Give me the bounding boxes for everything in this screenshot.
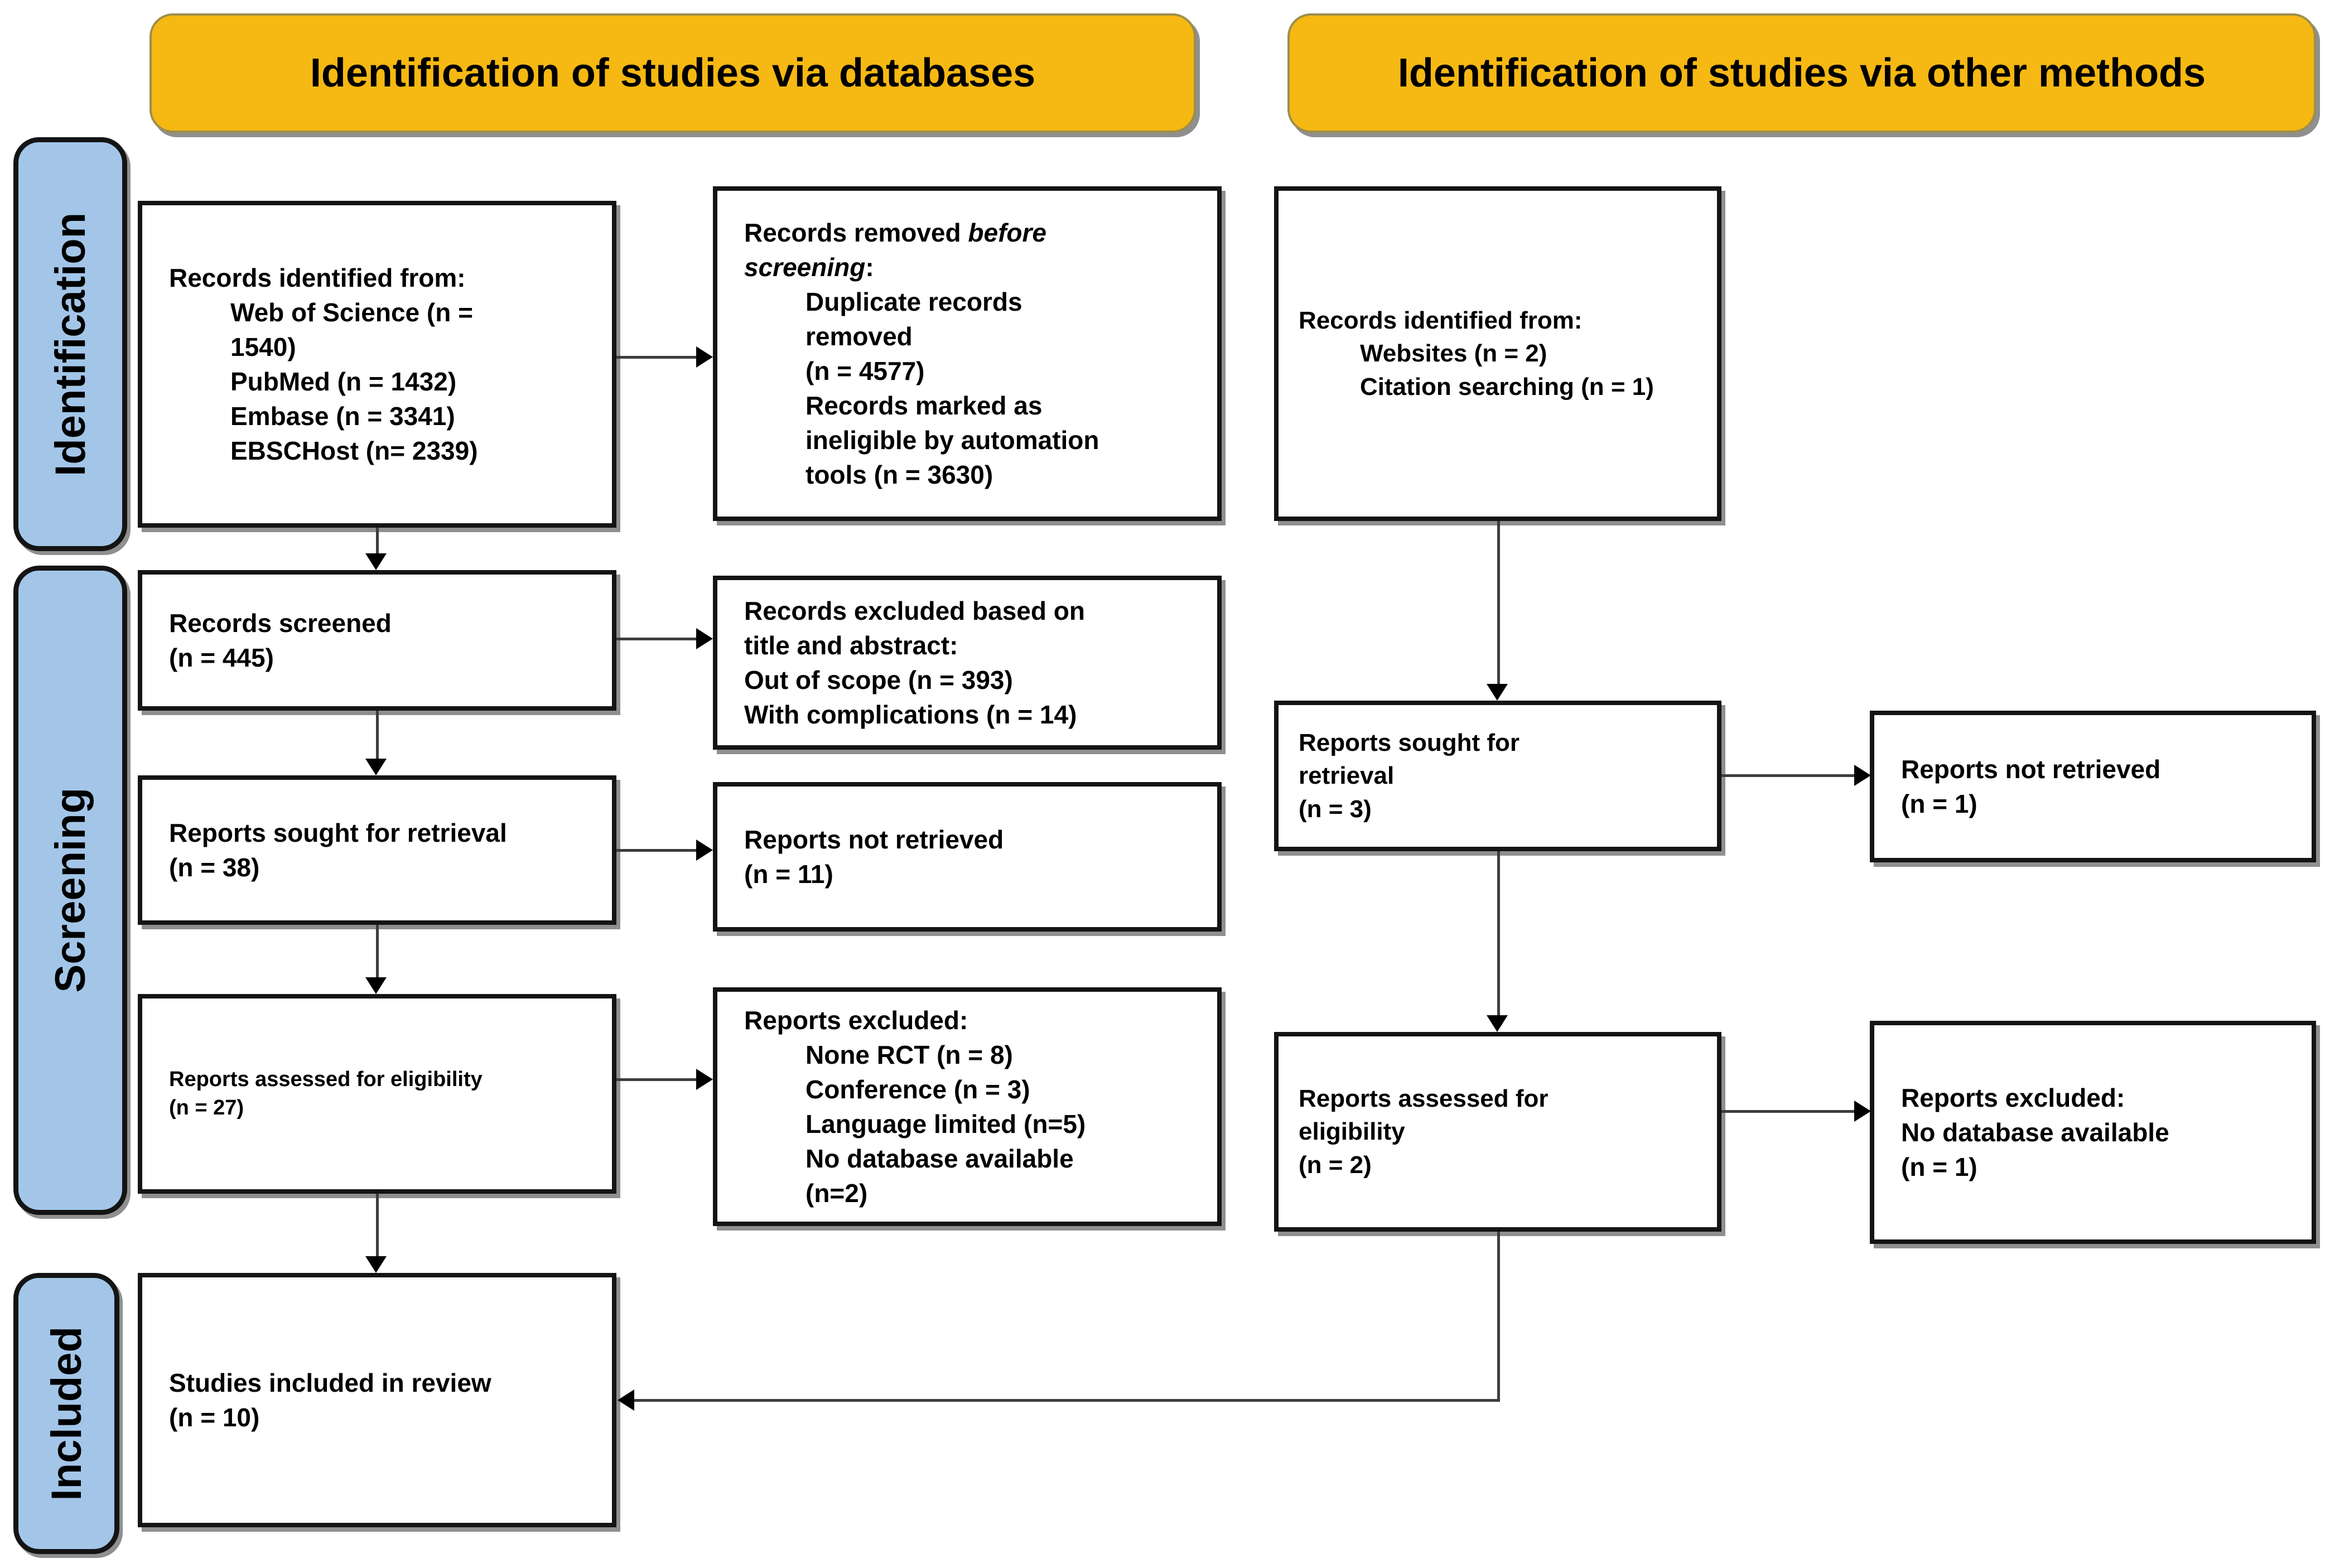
arrowhead-down-b6 (365, 759, 387, 775)
box-text-line: Reports sought for (1299, 728, 1520, 756)
box-text-line: (n = 10) (169, 1403, 260, 1432)
box-text-line: Reports sought for retrieval (169, 818, 507, 847)
box-reports-not-retrieved-other: Reports not retrieved (n = 1) (1870, 711, 2316, 862)
stage-label-screening-text: Screening (46, 788, 94, 993)
arrow-line-b8-b12 (1497, 851, 1500, 1016)
arrow-line-b4-b6 (376, 711, 379, 759)
arrow-line-b4-b5 (616, 638, 697, 640)
arrowhead-left-b14 (618, 1390, 634, 1411)
stage-label-screening: Screening (13, 566, 127, 1215)
box-text-line: Reports not retrieved (744, 824, 1004, 854)
header-identification-other-methods: Identification of studies via other meth… (1287, 13, 2316, 133)
arrowhead-down-b14 (365, 1256, 387, 1273)
box-reports-excluded-other: Reports excluded: No database available (n… (1870, 1021, 2316, 1244)
box-text-line: Records removed before (744, 218, 1046, 247)
box-text-line: Web of Science (n = (230, 297, 473, 327)
box-reports-not-retrieved-databases: Reports not retrieved (n = 11) (713, 782, 1222, 932)
box-text-line: Reports excluded: (744, 1005, 968, 1035)
box-text-line: Citation searching (n = 1) (1360, 373, 1654, 401)
box-text-line: ineligible by automation (805, 426, 1099, 455)
box-records-removed-before-screening: Records removed before screening: Duplicat… (713, 186, 1222, 521)
box-text-line: (n=2) (805, 1179, 868, 1208)
box-text-line: None RCT (n = 8) (805, 1040, 1013, 1069)
box-text-line: Out of scope (n = 393) (744, 665, 1013, 694)
box-text-line: Reports assessed for (1299, 1084, 1549, 1112)
arrow-line-b6-b7 (616, 849, 697, 852)
stage-label-identification-text: Identification (46, 212, 94, 476)
header-identification-databases: Identification of studies via databases (149, 13, 1196, 133)
arrowhead-down-b12 (1487, 1015, 1508, 1032)
box-records-screened: Records screened (n = 445) (138, 570, 616, 711)
box-studies-included-review: Studies included in review (n = 10) (138, 1273, 616, 1527)
box-text-line: Records marked as (805, 391, 1043, 421)
box-text-line: Records screened (169, 608, 392, 638)
box-text-line: Duplicate records (805, 287, 1022, 316)
arrowhead-right-b2 (696, 346, 713, 368)
arrow-line-b6-b10 (376, 925, 379, 977)
arrow-line-b12-b13 (1721, 1110, 1855, 1113)
arrow-line-b3-b8 (1497, 521, 1500, 685)
box-text-line: title and abstract: (744, 630, 958, 660)
arrow-line-b1-b2 (616, 356, 697, 359)
box-text-line: Reports excluded: (1901, 1083, 2125, 1112)
box-records-identified-other: Records identified from: Websites (n = 2)… (1274, 186, 1721, 521)
arrowhead-right-b9 (1854, 765, 1871, 786)
arrowhead-down-b4 (365, 553, 387, 570)
box-text-line: (n = 3) (1299, 795, 1372, 823)
box-text-line: No database available (805, 1144, 1074, 1174)
box-text-line: screening: (744, 252, 874, 282)
box-text-line: Records identified from: (169, 263, 466, 292)
box-text-line: Language limited (n=5) (805, 1109, 1086, 1138)
box-reports-assessed-eligibility-databases: Reports assessed for eligibility (n = 27) (138, 994, 616, 1194)
box-text-line: Websites (n = 2) (1360, 340, 1547, 368)
box-reports-sought-retrieval-databases: Reports sought for retrieval (n = 38) (138, 775, 616, 925)
box-text-line: (n = 2) (1299, 1151, 1372, 1179)
box-text-line: 1540) (230, 332, 296, 361)
arrowhead-right-b11 (696, 1069, 713, 1090)
box-text-line: Studies included in review (169, 1368, 491, 1397)
box-text-line: Embase (n = 3341) (230, 402, 455, 431)
box-reports-sought-retrieval-other: Reports sought for retrieval (n = 3) (1274, 701, 1721, 851)
arrowhead-down-b8 (1487, 684, 1508, 701)
box-text-line: (n = 4577) (805, 356, 925, 385)
box-text-line: Reports not retrieved (1901, 754, 2161, 784)
stage-label-identification: Identification (13, 137, 127, 551)
box-text-line: (n = 27) (169, 1096, 244, 1120)
arrow-line-b10-b11 (616, 1078, 697, 1081)
arrowhead-right-b13 (1854, 1101, 1871, 1122)
box-text-line: PubMed (n = 1432) (230, 367, 457, 396)
box-text-line: EBSCHost (n= 2339) (230, 436, 478, 466)
stage-label-included: Included (13, 1273, 119, 1554)
box-text-line: retrieval (1299, 762, 1395, 790)
box-records-identified-databases: Records identified from: Web of Science (… (138, 201, 616, 528)
box-text-line: eligibility (1299, 1118, 1405, 1146)
arrow-line-b10-b14 (376, 1194, 379, 1256)
arrowhead-right-b7 (696, 840, 713, 861)
arrow-line-b8-b9 (1721, 774, 1855, 777)
box-text-line: (n = 1) (1901, 789, 1977, 818)
box-text-line: With complications (n = 14) (744, 700, 1077, 730)
arrow-line-b12-elbow-horizontal (633, 1399, 1500, 1402)
box-text-line: Reports assessed for eligibility (169, 1067, 483, 1091)
box-records-excluded-title-abstract: Records excluded based on title and abstr… (713, 576, 1222, 750)
box-text-line: (n = 11) (744, 860, 833, 889)
box-text-line: (n = 1) (1901, 1152, 1977, 1182)
arrowhead-down-b10 (365, 977, 387, 994)
arrow-line-b1-b4 (376, 528, 379, 557)
box-text-line: removed (805, 321, 913, 351)
box-text-line: (n = 445) (169, 643, 274, 672)
box-reports-excluded-databases: Reports excluded: None RCT (n = 8) Confere… (713, 987, 1222, 1226)
box-text-line: No database available (1901, 1117, 2169, 1147)
box-text-line: Records identified from: (1299, 306, 1583, 334)
box-text-line: tools (n = 3630) (805, 460, 993, 490)
stage-label-included-text: Included (42, 1326, 90, 1501)
box-text-line: Conference (n = 3) (805, 1074, 1030, 1104)
box-text-line: Records excluded based on (744, 596, 1085, 625)
arrowhead-right-b5 (696, 628, 713, 649)
box-text-line: (n = 38) (169, 853, 260, 882)
box-reports-assessed-eligibility-other: Reports assessed for eligibility (n = 2) (1274, 1032, 1721, 1232)
arrow-line-b12-elbow-vertical (1497, 1232, 1500, 1401)
